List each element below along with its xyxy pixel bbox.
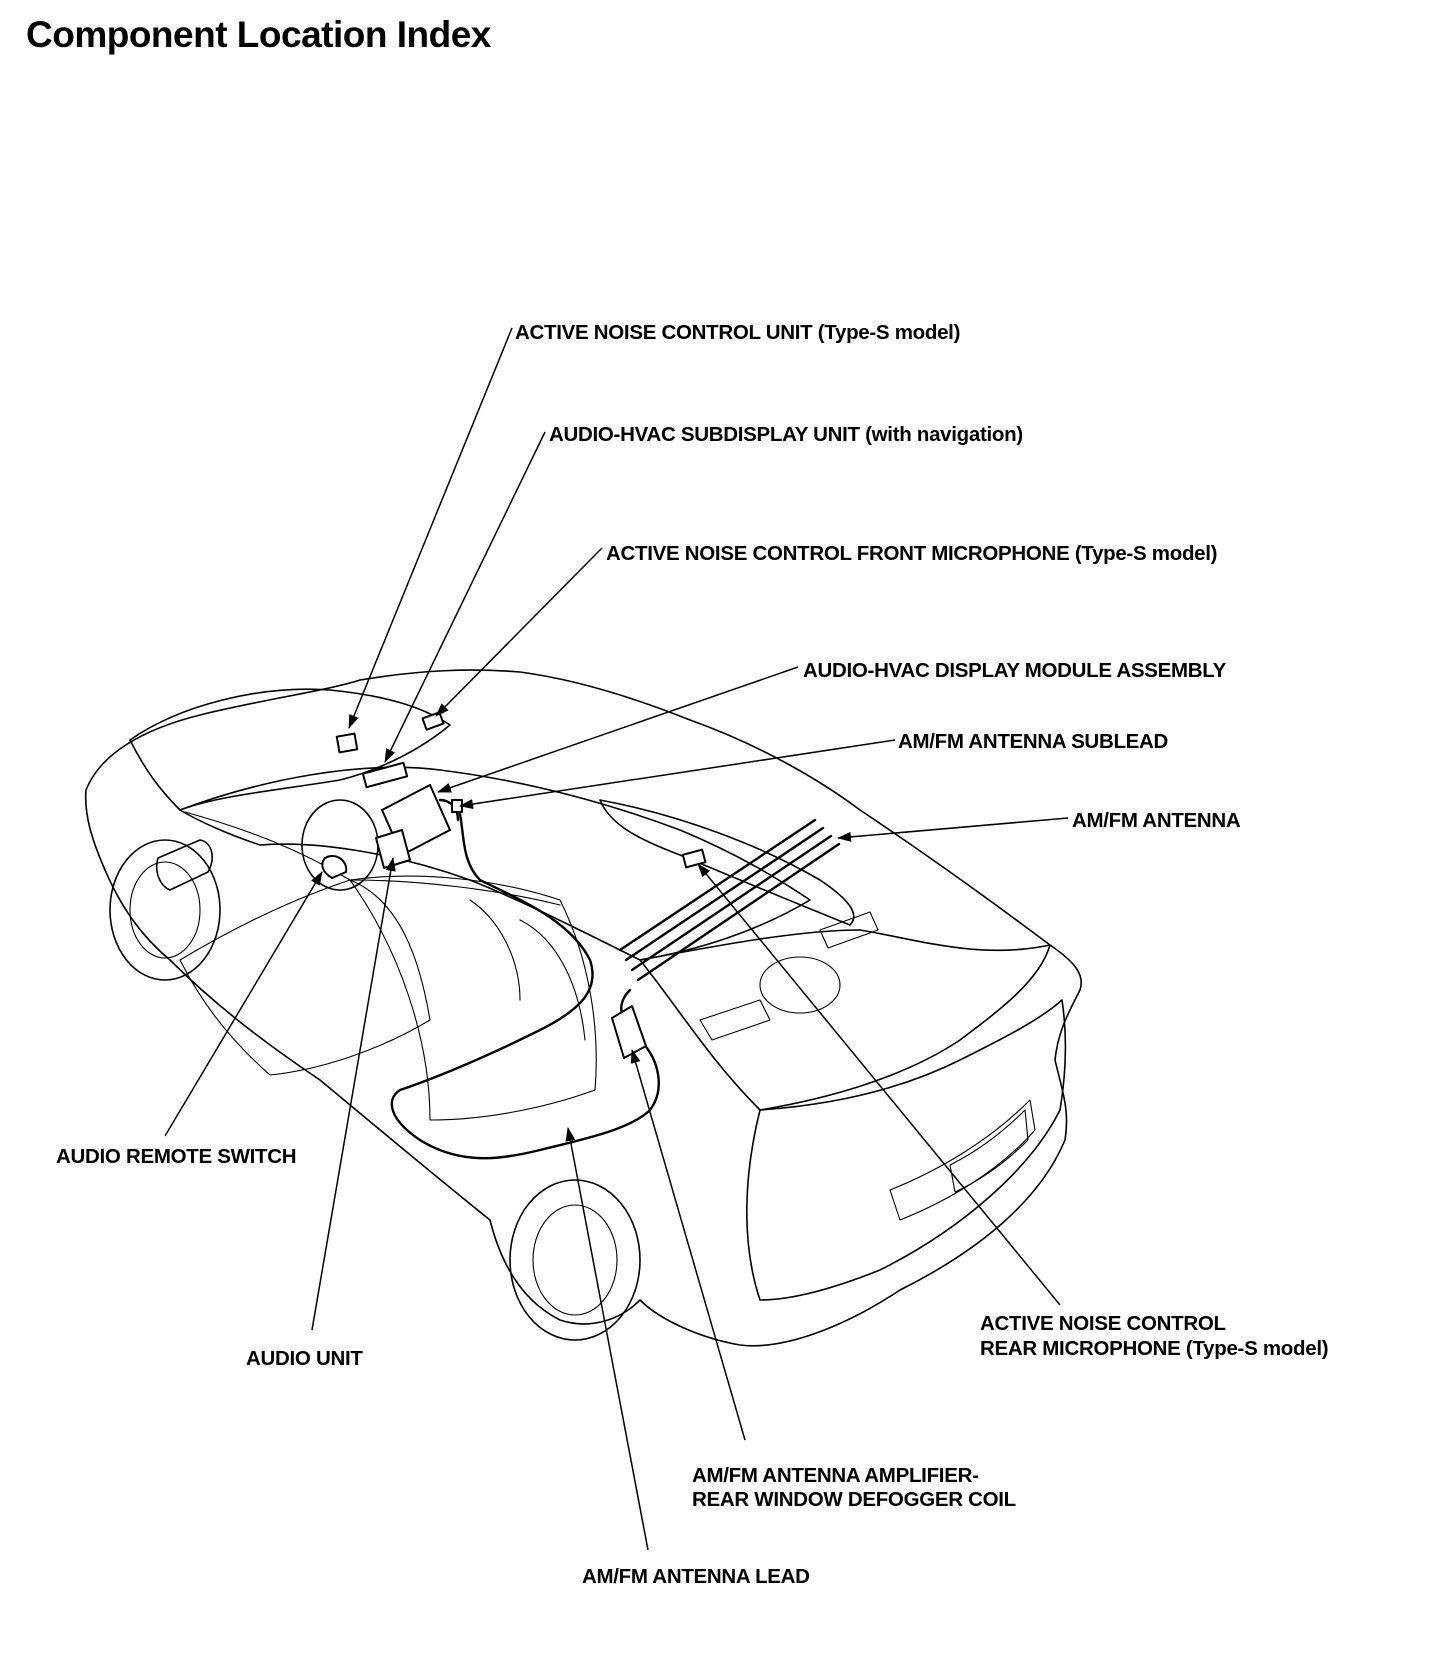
rear-bumper <box>746 999 1067 1301</box>
label-rear-mic-line2: REAR MICROPHONE (Type-S model) <box>980 1337 1328 1360</box>
label-amplifier-line2: REAR WINDOW DEFOGGER COIL <box>692 1488 1016 1511</box>
label-subdisplay: AUDIO-HVAC SUBDISPLAY UNIT (with navigat… <box>549 423 1023 446</box>
label-display-module: AUDIO-HVAC DISPLAY MODULE ASSEMBLY <box>803 659 1227 682</box>
audio-remote-switch-part <box>321 854 348 879</box>
interior-seats <box>469 899 586 1041</box>
rear-speaker <box>759 956 841 1014</box>
label-amplifier-line1: AM/FM ANTENNA AMPLIFIER- <box>692 1464 979 1487</box>
label-anc-unit: ACTIVE NOISE CONTROL UNIT (Type-S model) <box>515 321 960 344</box>
leader-subdisplay <box>384 431 546 763</box>
leader-display-module <box>437 666 799 793</box>
label-front-mic: ACTIVE NOISE CONTROL FRONT MICROPHONE (T… <box>606 542 1217 565</box>
license-plate-area <box>949 1109 1029 1193</box>
label-rear-mic-line1: ACTIVE NOISE CONTROL <box>980 1312 1226 1335</box>
leader-lines <box>164 327 1069 1551</box>
leader-rear-mic <box>697 863 1061 1306</box>
audio-unit-part <box>375 829 411 869</box>
leader-amplifier <box>630 1049 746 1441</box>
trunk-lid <box>639 929 1051 1111</box>
label-audio-unit: AUDIO UNIT <box>246 1347 363 1370</box>
leader-antenna-sublead <box>459 739 896 809</box>
front-wheel <box>109 839 221 981</box>
amplifier-part <box>611 1005 647 1059</box>
label-antenna-lead: AM/FM ANTENNA LEAD <box>582 1565 810 1588</box>
leader-audio-unit <box>311 857 396 1331</box>
tail-light <box>889 1099 1036 1221</box>
leader-antenna <box>837 817 1069 842</box>
anc-unit-part <box>335 732 359 754</box>
label-remote-switch: AUDIO REMOTE SWITCH <box>56 1145 296 1168</box>
callout-labels: ACTIVE NOISE CONTROL UNIT (Type-S model)… <box>56 321 1329 1588</box>
side-mirror <box>155 839 213 891</box>
front-wheel-inner <box>129 861 201 959</box>
leader-front-mic <box>435 547 603 717</box>
leader-antenna-lead <box>565 1127 649 1551</box>
parcel-shelf-vents <box>699 911 879 1041</box>
roof <box>179 766 811 961</box>
windshield <box>129 688 451 811</box>
rear-wheel <box>509 1179 641 1341</box>
leader-remote-switch <box>164 871 323 1137</box>
antenna-lead-wire <box>390 803 660 1160</box>
label-antenna-sublead: AM/FM ANTENNA SUBLEAD <box>898 730 1168 753</box>
car-outline <box>84 669 1082 1347</box>
label-antenna: AM/FM ANTENNA <box>1072 809 1241 832</box>
leader-anc-unit <box>348 327 513 729</box>
rear-window-defogger <box>618 818 841 982</box>
rear-wheel-inner <box>532 1204 618 1316</box>
front-door <box>179 879 431 1076</box>
subdisplay-part <box>361 761 409 789</box>
rear-window <box>599 799 855 926</box>
rear-door <box>349 875 597 1121</box>
front-mic-part <box>421 711 445 731</box>
car-body-illustration <box>84 669 1082 1347</box>
page-title: Component Location Index <box>26 14 491 55</box>
rear-mic-part <box>681 848 707 869</box>
